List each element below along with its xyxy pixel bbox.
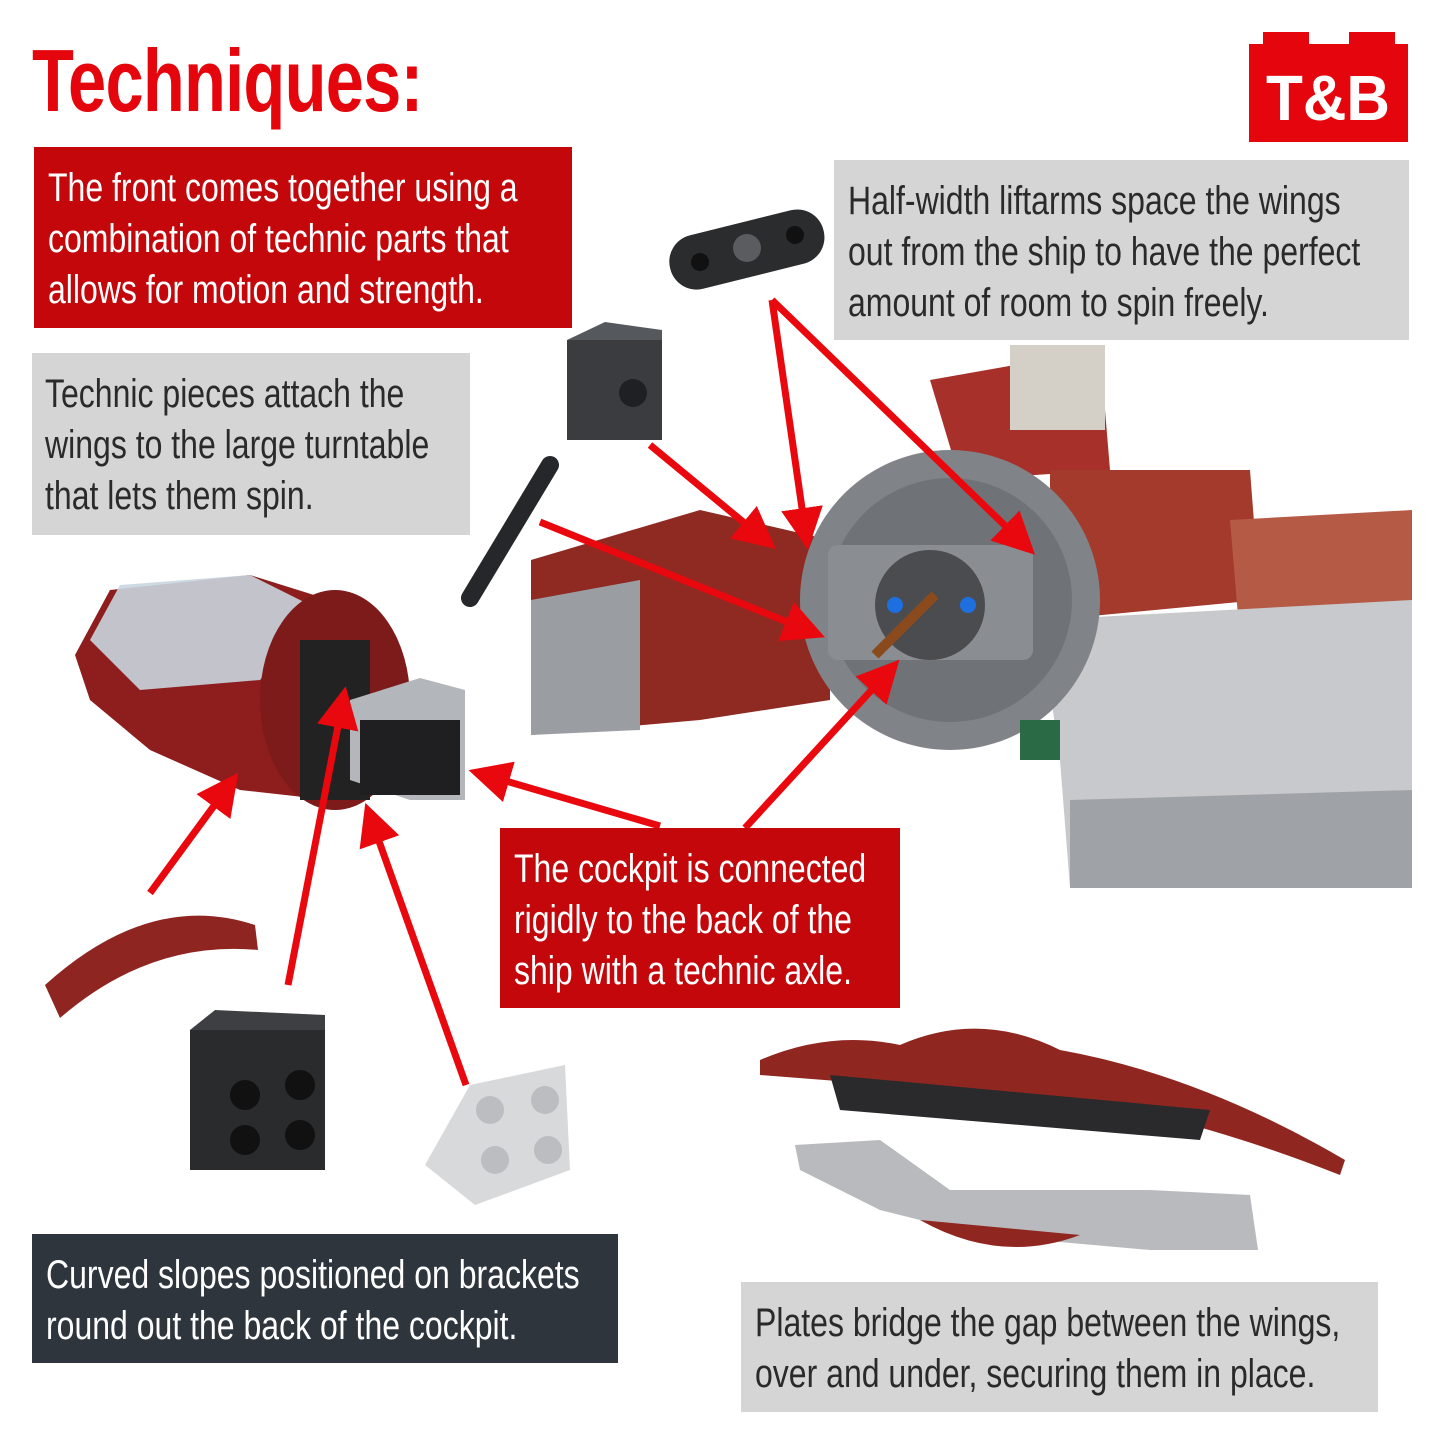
caption-line: amount of room to spin freely. xyxy=(848,281,1269,325)
caption-line: Curved slopes positioned on brackets xyxy=(46,1253,580,1297)
wing-plates-photo xyxy=(760,1028,1345,1250)
caption-line: that lets them spin. xyxy=(45,474,314,518)
caption-slopes: Curved slopes positioned on brackets rou… xyxy=(32,1234,618,1363)
caption-line: Plates bridge the gap between the wings, xyxy=(755,1301,1341,1345)
curved-slope-piece xyxy=(45,915,258,1018)
caption-cockpit: The cockpit is connected rigidly to the … xyxy=(500,828,900,1008)
arrow xyxy=(769,297,1036,555)
caption-line: Half-width liftarms space the wings xyxy=(848,179,1341,223)
gray-bracket-piece xyxy=(425,1065,570,1205)
caption-liftarms: Half-width liftarms space the wings out … xyxy=(834,160,1409,340)
arrow xyxy=(359,802,470,1087)
arrow xyxy=(647,442,776,549)
arrow xyxy=(768,299,823,550)
caption-line: The cockpit is connected xyxy=(514,847,867,891)
caption-line: out from the ship to have the perfect xyxy=(848,230,1361,274)
caption-line: rigidly to the back of the xyxy=(514,898,852,942)
tb-logo: T&B xyxy=(1249,32,1408,142)
black-bracket-piece xyxy=(190,1010,325,1170)
arrow xyxy=(538,518,825,641)
technic-pin xyxy=(461,456,559,607)
caption-line: ship with a technic axle. xyxy=(514,949,852,993)
caption-line: allows for motion and strength. xyxy=(48,268,484,312)
arrow xyxy=(742,659,900,831)
technic-brick xyxy=(567,322,662,440)
caption-line: wings to the large turntable xyxy=(45,423,430,467)
arrow xyxy=(284,686,359,986)
page-title: Techniques: xyxy=(32,31,423,130)
caption-line: combination of technic parts that xyxy=(48,217,509,261)
caption-line: over and under, securing them in place. xyxy=(755,1352,1316,1396)
caption-technic: Technic pieces attach the wings to the l… xyxy=(32,353,470,535)
caption-line: round out the back of the cockpit. xyxy=(46,1304,518,1348)
ship-photo xyxy=(531,345,1412,888)
caption-line: Technic pieces attach the xyxy=(45,372,405,416)
caption-plates: Plates bridge the gap between the wings,… xyxy=(741,1282,1378,1412)
liftarm-piece xyxy=(669,209,825,290)
caption-line: The front comes together using a xyxy=(48,166,518,210)
arrow xyxy=(468,761,661,830)
arrow xyxy=(147,772,239,896)
logo-text: T&B xyxy=(1266,62,1390,134)
caption-front: The front comes together using a combina… xyxy=(34,147,572,328)
